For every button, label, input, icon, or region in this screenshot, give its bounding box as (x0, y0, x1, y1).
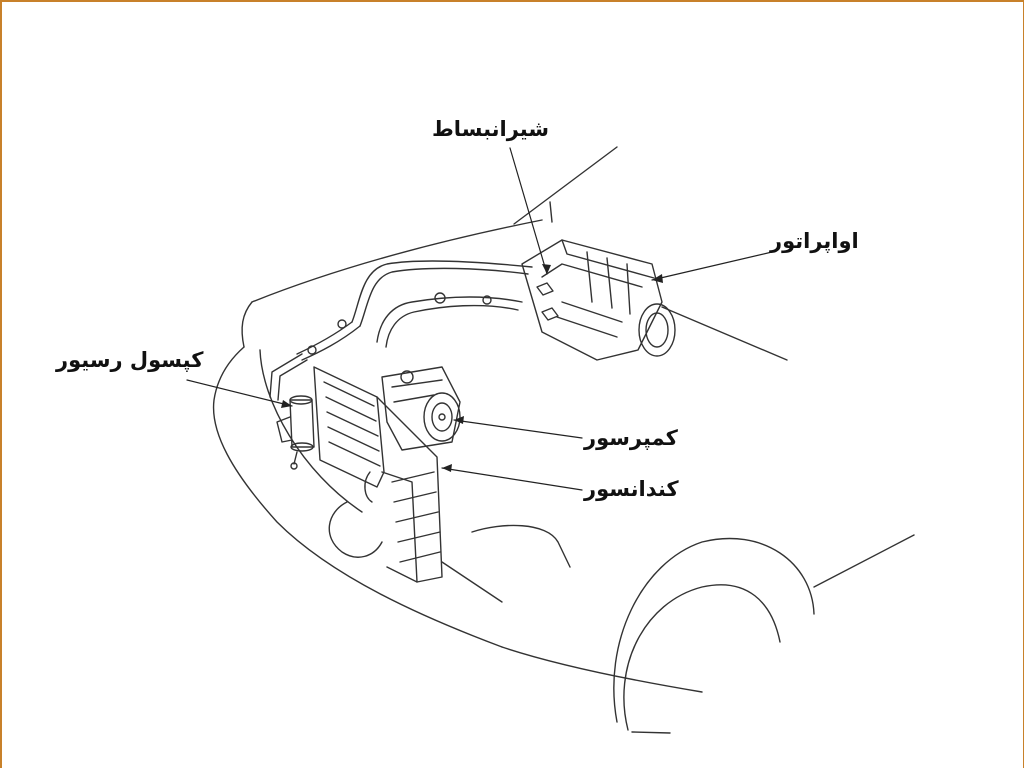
hood-top-edge (251, 219, 543, 303)
condenser-label: کندانسور (584, 477, 679, 501)
fender-lower (501, 646, 703, 693)
evaporator-unit (521, 239, 676, 361)
receiver-capsule-label: کپسول رسیور (56, 348, 204, 372)
leader-condenser (441, 467, 583, 491)
leader-lines (186, 147, 773, 491)
hood-front-edge (241, 301, 253, 348)
refrigerant-lines (269, 260, 533, 401)
wheel-bottom (631, 731, 671, 734)
evaporator-label: اواپراتور (770, 229, 859, 253)
leader-evaporator (651, 251, 773, 281)
receiver-capsule (276, 395, 315, 470)
side-sill (813, 534, 915, 588)
expansion-valve-label: شیرانبساط (432, 117, 550, 141)
headlight-edge (441, 561, 503, 603)
leader-compressor (453, 419, 583, 439)
fender-arc (259, 349, 363, 513)
compressor (381, 366, 461, 451)
wheel-arch (613, 537, 815, 723)
bumper-front (212, 346, 503, 648)
windshield-line (513, 146, 618, 225)
leader-receiver (186, 379, 293, 407)
leader-expansion-valve (509, 147, 548, 275)
condenser (313, 366, 443, 583)
wheel (623, 584, 781, 731)
compressor-label: کمپرسور (584, 426, 678, 450)
hood-right-edge (661, 306, 788, 361)
arrowheads (281, 264, 663, 472)
fender-crease (471, 524, 571, 568)
cowl-line (549, 201, 553, 223)
